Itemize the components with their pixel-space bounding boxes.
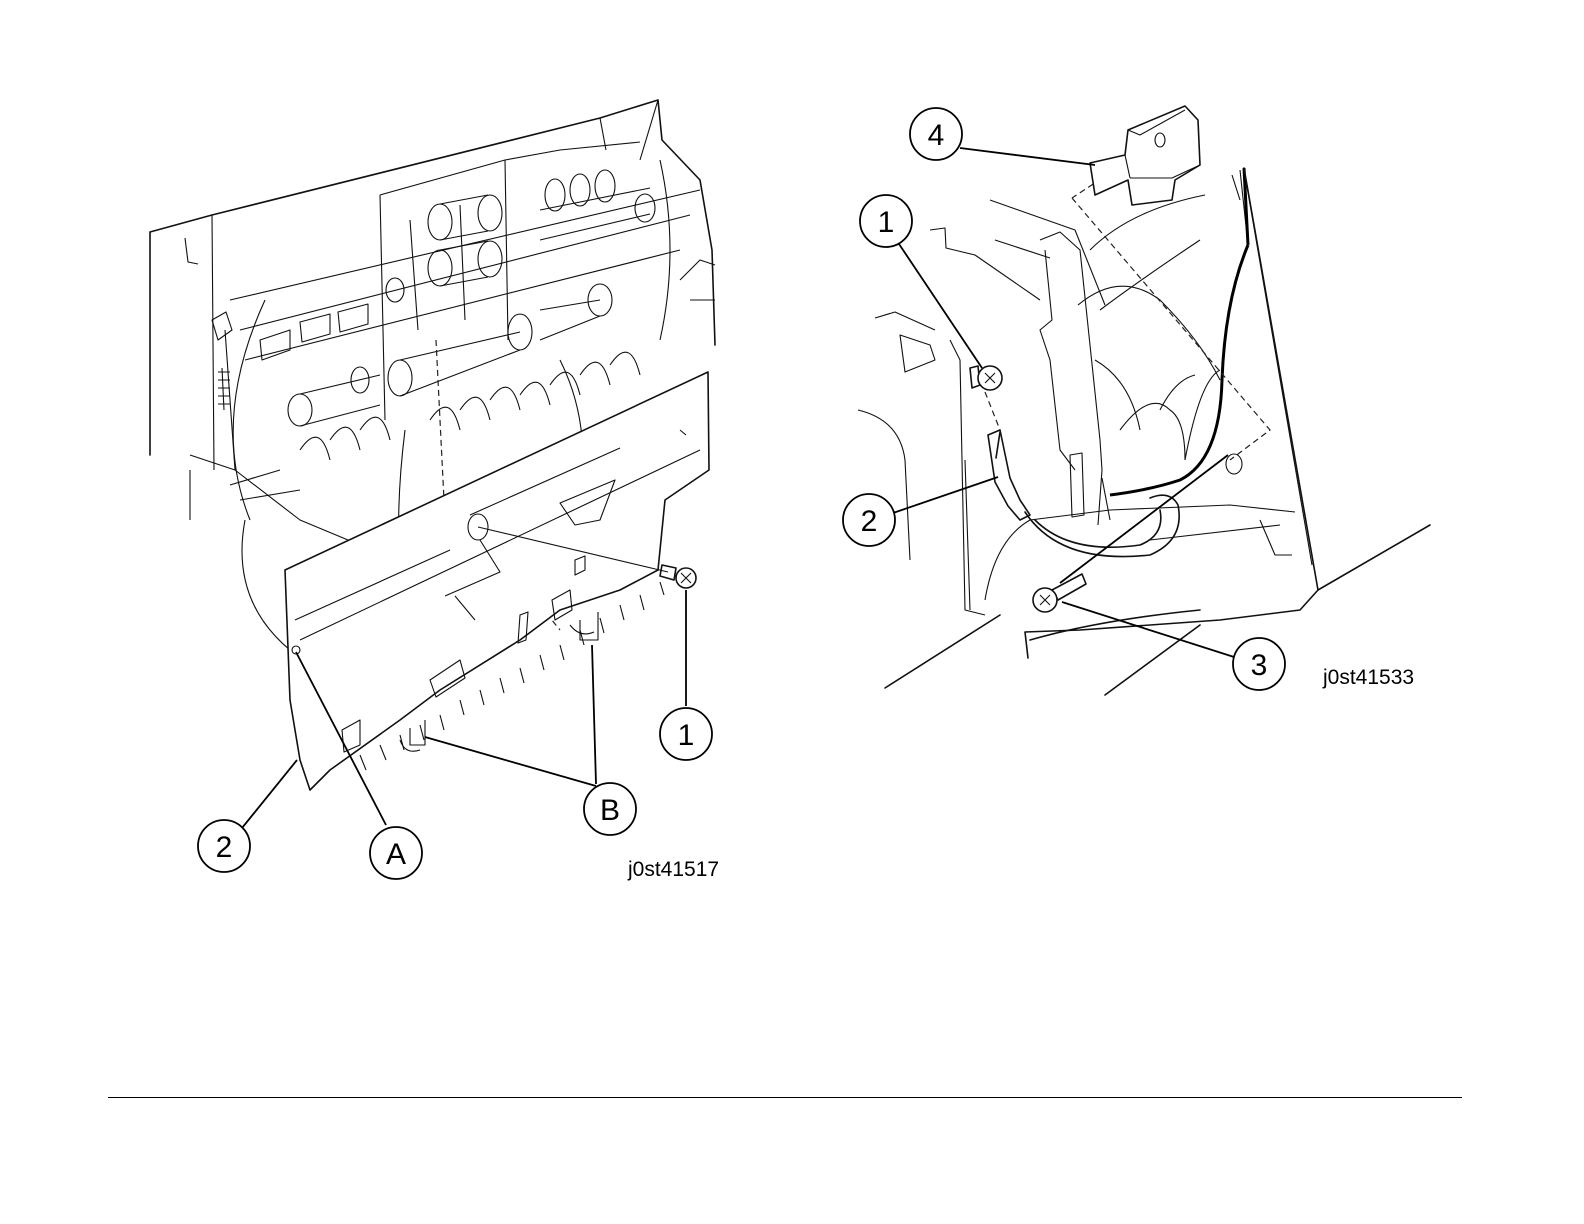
screw-icon (970, 366, 1002, 390)
callout-right-3: 3 (1233, 638, 1285, 690)
callout-left-A: A (370, 827, 422, 879)
figure-right-id: j0st41533 (1322, 666, 1414, 689)
callout-left-2: 2 (198, 820, 250, 872)
callout-label: 2 (216, 831, 233, 864)
figure-right-assembly (858, 106, 1430, 695)
screw-icon (660, 565, 696, 588)
cover-block-part (1090, 106, 1200, 205)
figure-left-assembly (150, 100, 715, 790)
callout-label: A (386, 838, 406, 871)
callout-label: 4 (928, 119, 945, 152)
callout-label: 1 (878, 206, 895, 239)
callout-right-2: 2 (843, 494, 895, 546)
callout-label: 3 (1251, 649, 1268, 682)
callout-right-4: 4 (910, 108, 962, 160)
callout-label: 1 (678, 719, 695, 752)
callout-label: 2 (861, 505, 878, 538)
callout-right-1: 1 (860, 195, 912, 247)
callout-label: B (600, 794, 620, 827)
callout-left-1: 1 (660, 708, 712, 760)
page-footer-rule (108, 1097, 1462, 1098)
figure-left-id: j0st41517 (627, 858, 719, 881)
callout-left-B: B (584, 783, 636, 835)
